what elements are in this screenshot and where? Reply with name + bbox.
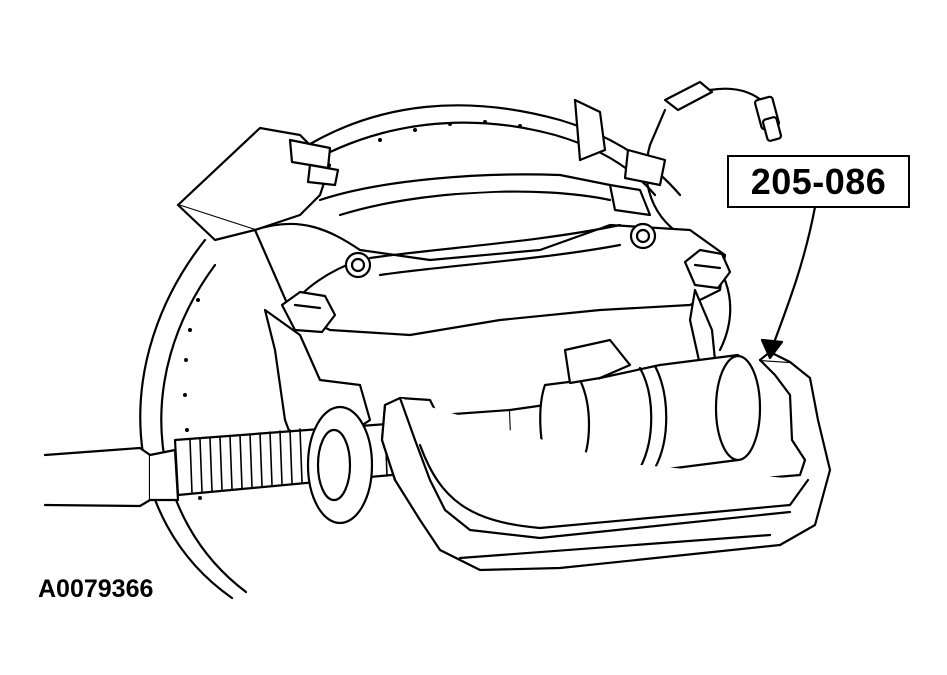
tool-number-label: 205-086: [750, 160, 887, 202]
callout-leader: [762, 207, 815, 358]
figure-id: A0079366: [38, 575, 154, 603]
extension-bar: [45, 448, 178, 506]
brake-rotor: [140, 105, 680, 598]
tool-number-callout: 205-086: [727, 155, 910, 208]
sensor-wire: [646, 82, 781, 350]
brake-caliper: [178, 100, 730, 335]
c-frame-press: [382, 352, 830, 570]
